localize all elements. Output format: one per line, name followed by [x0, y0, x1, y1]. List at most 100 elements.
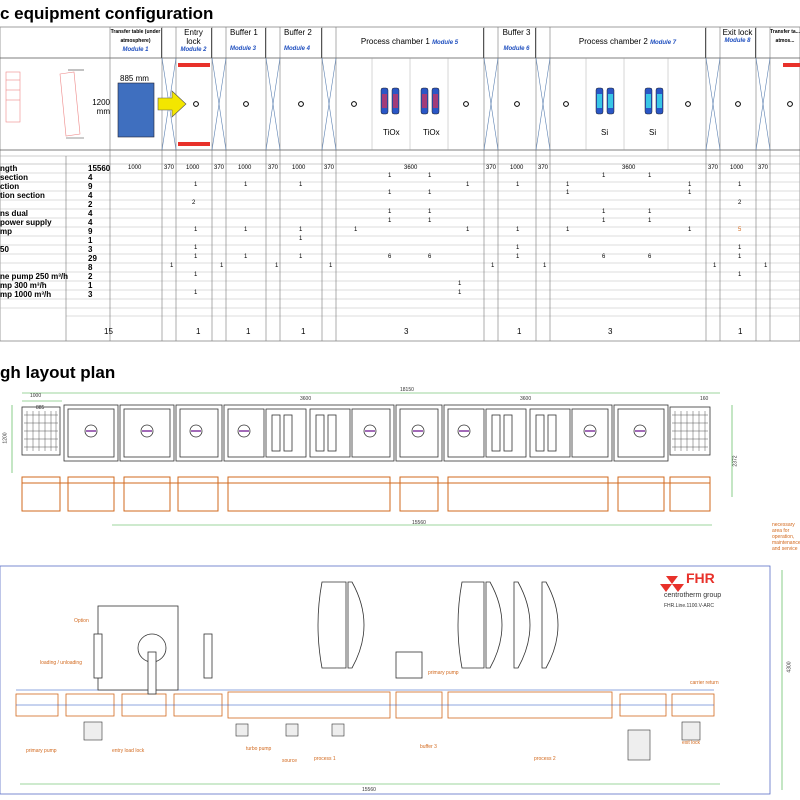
total-exit: 1 — [738, 327, 743, 336]
svg-text:1: 1 — [602, 209, 606, 215]
row-value-ction: 9 — [88, 182, 93, 191]
len-buffer1: 1000 — [238, 165, 252, 171]
exit-transfer-bar — [783, 63, 800, 67]
primary-pump-box — [395, 651, 423, 679]
svg-text:5: 5 — [738, 227, 742, 233]
len-gap-5: 370 — [486, 165, 497, 171]
svg-text:1: 1 — [329, 263, 333, 269]
dim-w3: 160 — [700, 396, 709, 402]
svg-text:1: 1 — [299, 227, 303, 233]
svg-text:1: 1 — [299, 236, 303, 242]
svg-text:1: 1 — [738, 254, 742, 260]
row-value-power-supply: 4 — [88, 218, 93, 227]
len-pc1: 3600 — [404, 165, 418, 171]
label-option: Option — [74, 618, 89, 624]
svg-text:1: 1 — [244, 227, 248, 233]
header-module-4: Module 4 — [284, 46, 311, 52]
dim-bottom-total: 15560 — [412, 520, 426, 526]
row-value-section: 4 — [88, 173, 93, 182]
header-module-2: Module 2 — [180, 47, 207, 53]
dim-depth: 1200 — [2, 432, 9, 444]
svg-text:1: 1 — [516, 182, 520, 188]
header-entry-lock: Entry lock Module 2 — [176, 28, 212, 58]
svg-text:1: 1 — [466, 182, 470, 188]
elevation-modules — [63, 404, 669, 462]
source-cabinets — [317, 581, 559, 669]
len-gap-2: 370 — [214, 165, 225, 171]
svg-text:6: 6 — [388, 254, 392, 260]
header-buffer-2-label: Buffer 2 — [284, 28, 312, 37]
len-gap-1: 370 — [164, 165, 175, 171]
header-module-8: Module 8 — [724, 38, 751, 44]
row-label-mp: mp — [0, 227, 12, 236]
header-buffer-3-label: Buffer 3 — [502, 28, 531, 37]
svg-text:2: 2 — [738, 200, 742, 206]
svg-text:1: 1 — [648, 173, 652, 179]
len-gap-4: 370 — [324, 165, 335, 171]
row-value-12: 8 — [88, 263, 93, 272]
elevation-view — [11, 392, 733, 526]
row-label-section: section — [0, 173, 29, 182]
label-loading: loading / unloading — [40, 660, 82, 666]
svg-text:1: 1 — [764, 263, 768, 269]
dim-side-2: 885 — [36, 405, 45, 411]
len-gap-8: 370 — [758, 165, 769, 171]
header-module-3: Module 3 — [230, 46, 257, 52]
header-process-chamber-2: Process chamber 2 Module 7 — [550, 28, 706, 58]
svg-text:1: 1 — [194, 290, 198, 296]
total-buffer2: 1 — [301, 327, 306, 336]
row-value-11: 29 — [88, 254, 97, 263]
len-buffer2: 1000 — [292, 165, 306, 171]
len-gap-7: 370 — [708, 165, 719, 171]
entry-lock-bottom-bar — [178, 142, 210, 146]
row-label-tion-section: tion section — [0, 191, 45, 200]
total-pc2: 3 — [608, 327, 613, 336]
svg-text:1: 1 — [602, 218, 606, 224]
header-pc1-label: Process chamber 1 — [360, 37, 430, 46]
header-transfer-right: Transfer ta... atmos... — [770, 28, 800, 58]
row-label-dual: ns dual — [0, 209, 29, 218]
svg-text:1: 1 — [738, 272, 742, 278]
row-value-tion-section: 4 — [88, 191, 93, 200]
row-value-pump-1000: 3 — [88, 290, 93, 299]
header-buffer-1: Buffer 1 Module 3 — [226, 28, 266, 58]
left-load-frame — [21, 406, 61, 456]
header-buffer-1-label: Buffer 1 — [230, 28, 258, 37]
row-value-5: 2 — [88, 200, 93, 209]
svg-text:1: 1 — [275, 263, 279, 269]
brand-line: FHR.Line.1100.V-ARC — [664, 603, 714, 609]
config-table-grid — [0, 26, 800, 342]
svg-text:1: 1 — [388, 209, 392, 215]
header-buffer-2: Buffer 2 Module 4 — [280, 28, 322, 58]
brand-group: centrotherm group — [664, 592, 722, 599]
substrate-plate — [117, 82, 155, 138]
dim-w1: 3600 — [300, 396, 312, 402]
svg-text:1: 1 — [170, 263, 174, 269]
svg-text:1: 1 — [194, 182, 198, 188]
substrate-height: 1200 mm — [92, 98, 110, 116]
svg-text:1: 1 — [299, 254, 303, 260]
row-value-pump-300: 1 — [88, 281, 93, 290]
svg-text:1: 1 — [648, 209, 652, 215]
robot-station — [93, 605, 213, 695]
substrate-sketch — [5, 69, 84, 139]
row-label-ction: ction — [0, 182, 20, 191]
len-entry: 1000 — [186, 165, 200, 171]
svg-text:1: 1 — [244, 254, 248, 260]
svg-text:1: 1 — [688, 182, 692, 188]
roller-markers — [193, 101, 793, 107]
process-schematic — [5, 63, 800, 146]
header-entry-lock-label: Entry lock — [184, 28, 203, 46]
row-value-50: 3 — [88, 245, 93, 254]
header-buffer-3: Buffer 3 Module 6 — [498, 28, 536, 58]
row-value-length: 15560 — [88, 164, 111, 173]
len-gap-3: 370 — [268, 165, 279, 171]
svg-text:1: 1 — [354, 227, 358, 233]
svg-text:6: 6 — [428, 254, 432, 260]
header-exit-lock-label: Exit lock — [722, 28, 753, 37]
dim-side-1: 1000 — [30, 393, 42, 399]
svg-text:2: 2 — [192, 200, 196, 206]
label-maint-note: necessary area for operation, maintenanc… — [772, 522, 800, 552]
header-transfer-right-label: Transfer ta... atmos... — [770, 29, 800, 44]
